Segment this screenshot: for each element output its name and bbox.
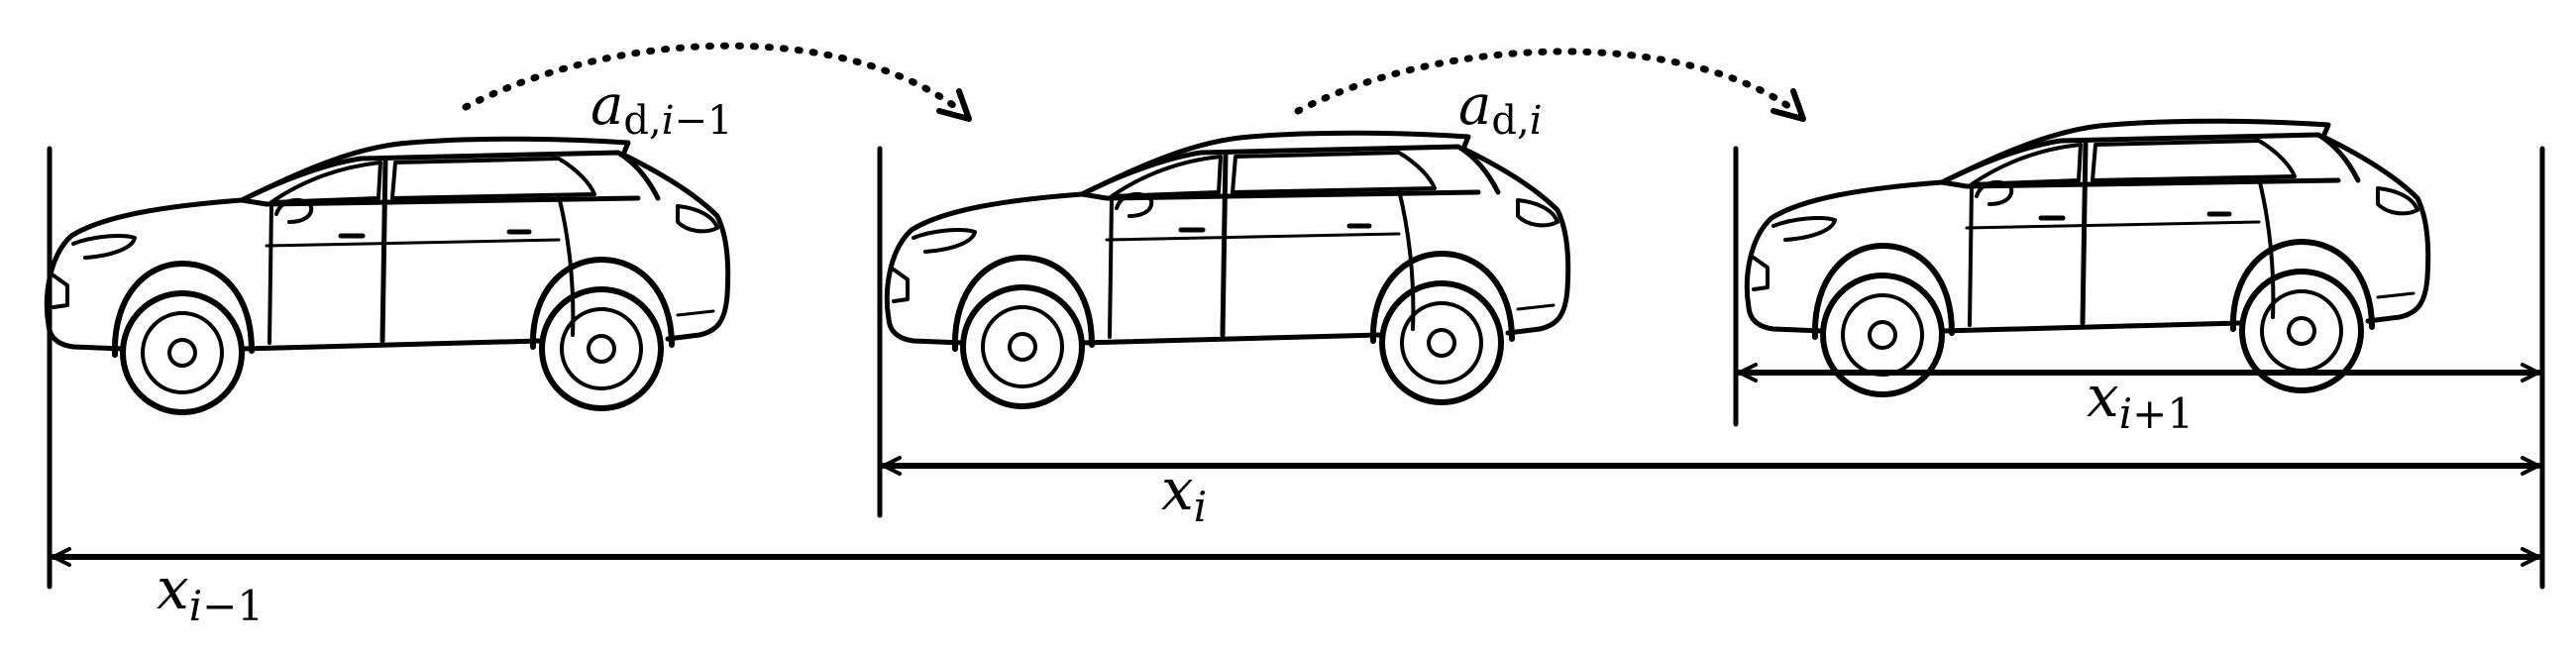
- label-x-i: xi: [1161, 456, 1207, 531]
- car-icon: [47, 139, 727, 412]
- car-icon: [887, 133, 1567, 406]
- label-a-d-i-minus-1: ad,i−1: [590, 73, 732, 144]
- car-icon: [1747, 121, 2427, 394]
- arrowhead-icon: [1771, 88, 1806, 122]
- communication-arrow-a-d-i-minus-1: [462, 42, 965, 115]
- label-x-i-minus-1: xi−1: [157, 555, 264, 630]
- label-x-i-plus-1: xi+1: [2087, 363, 2194, 438]
- arrowhead-icon: [936, 88, 972, 122]
- label-a-d-i: ad,i: [1458, 73, 1543, 144]
- communication-arrow-a-d-i: [1294, 48, 1799, 115]
